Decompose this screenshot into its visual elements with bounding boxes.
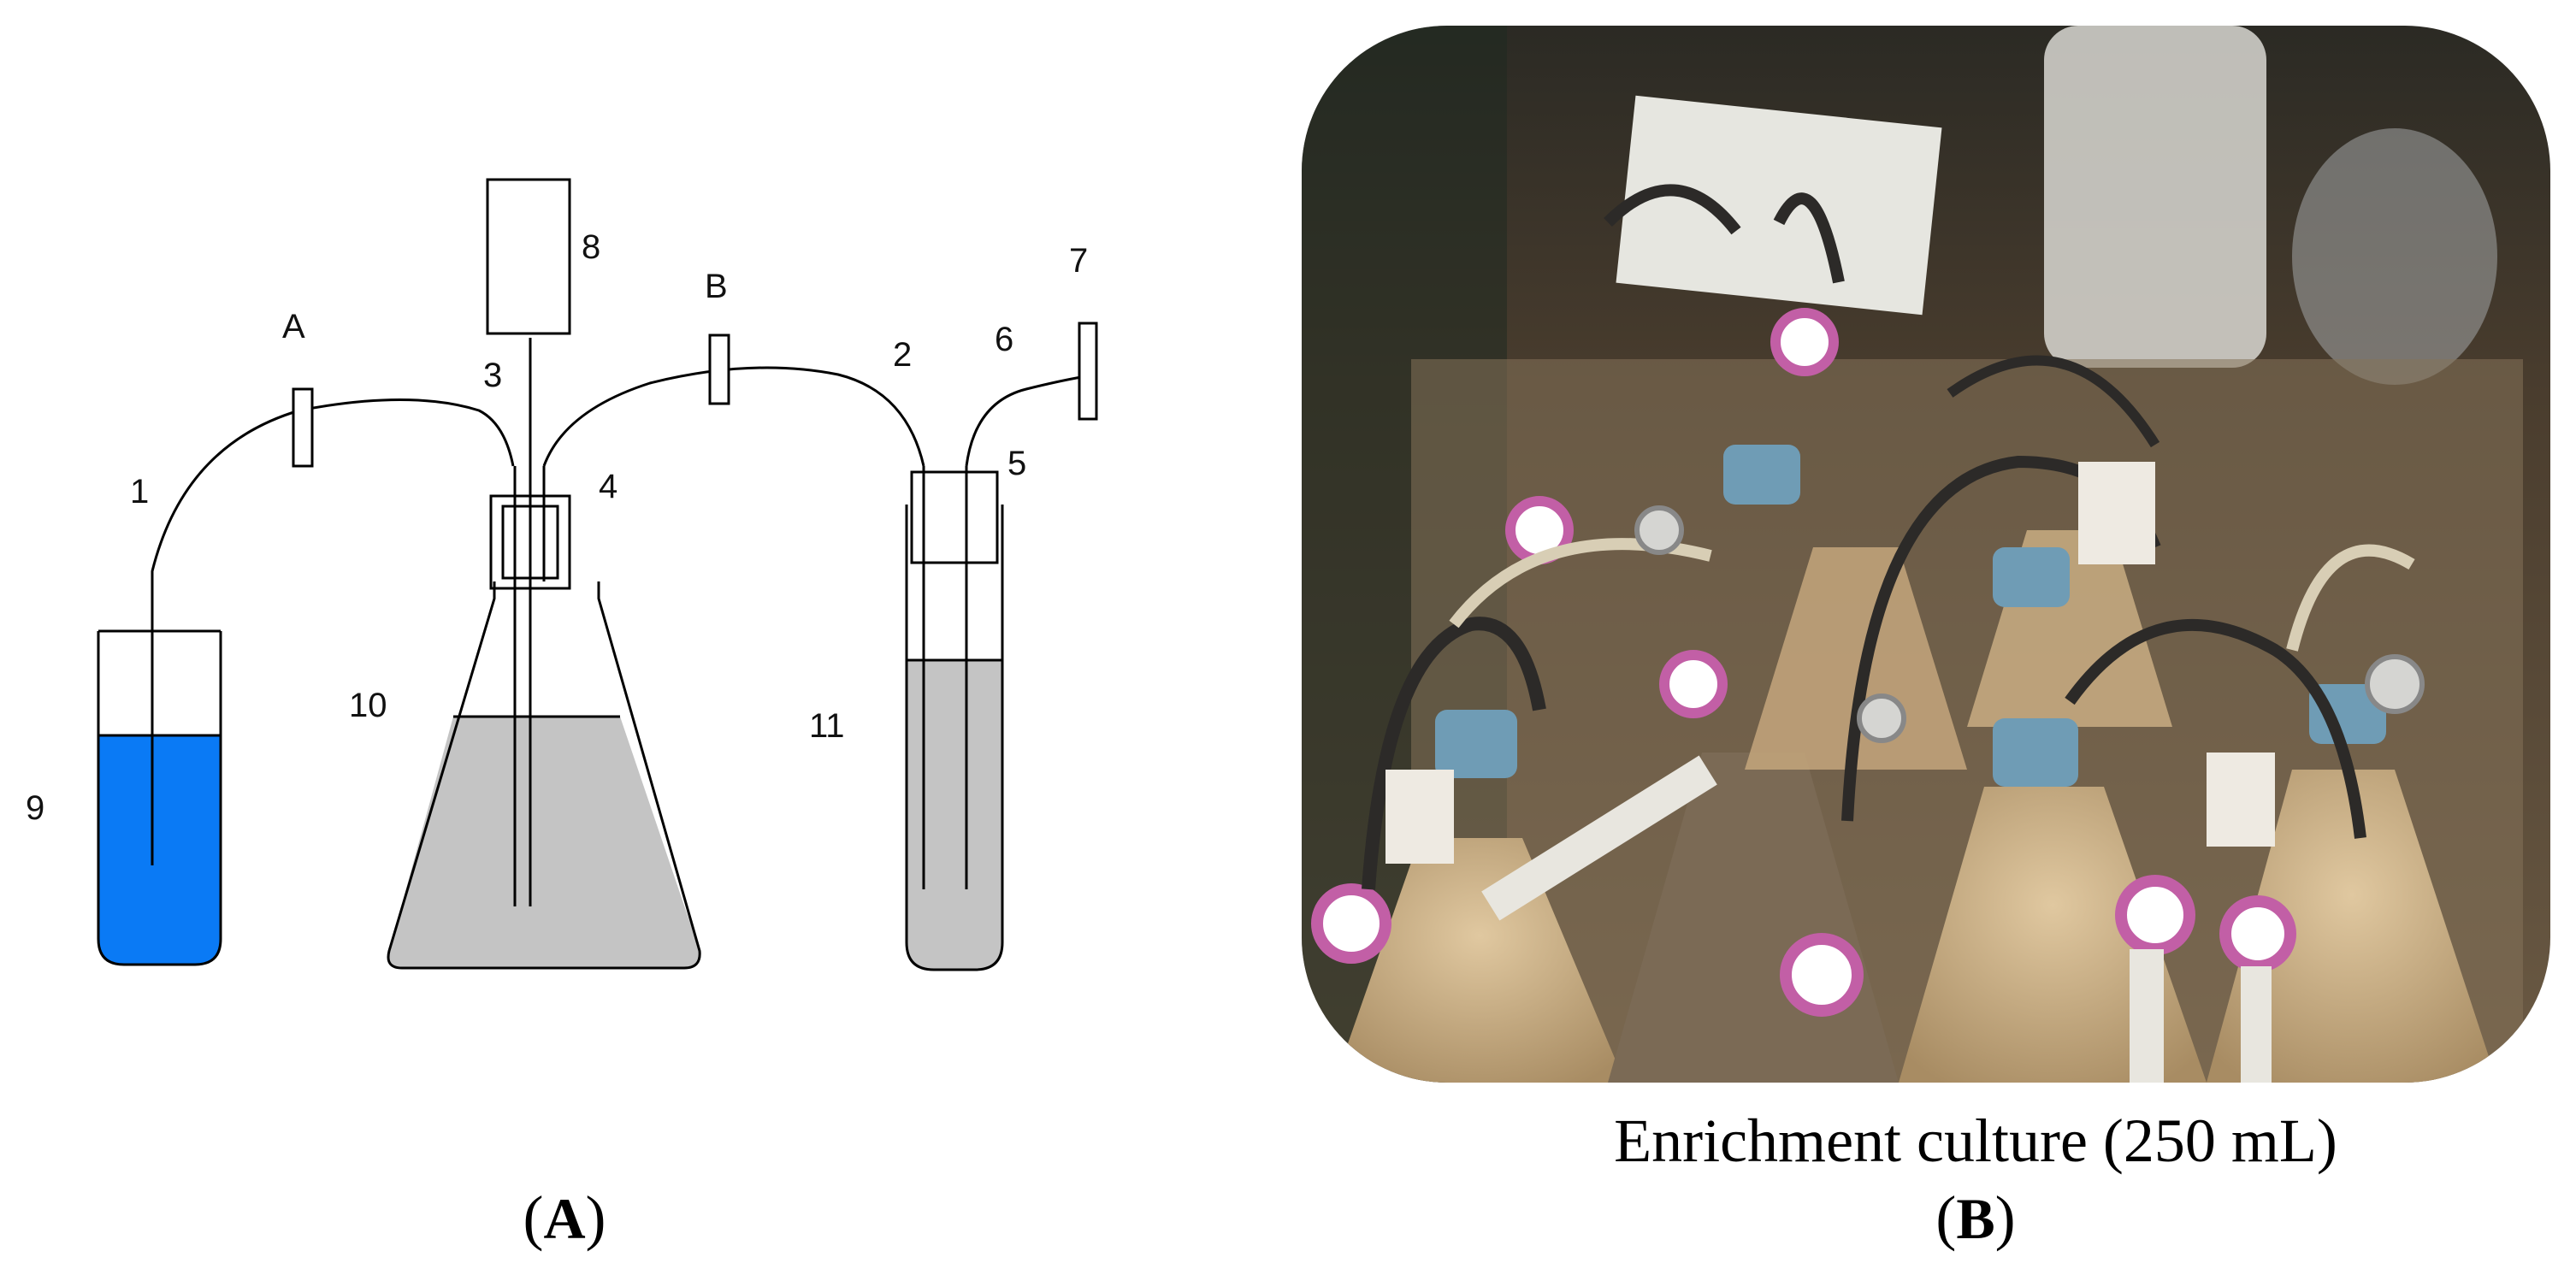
label-11: 11 [809,707,845,745]
flask-10-liquid [388,717,700,968]
tube-9-outline [97,631,222,966]
label-1: 1 [130,473,149,511]
syringe-filter [2219,895,2296,972]
flask-cap [1993,547,2070,607]
photo-flask [1334,838,1625,1083]
paper-sheet [1616,95,1942,316]
photo-tubing [1604,184,1741,235]
label-9: 9 [26,789,44,827]
photo-subtitle: Enrichment culture (250 mL) [1614,1107,2337,1175]
syringe-filter [1770,308,1839,376]
white-clip [2207,753,2275,847]
photo-tubing [2286,544,2415,652]
tubing-2 [542,366,925,467]
flask-cap [1435,710,1517,778]
tube-9-liquid [98,735,221,965]
photo-flask [1745,547,1967,770]
label-10: 10 [349,687,387,724]
label-3: 3 [483,357,502,394]
panel-b-photo: Enrichment culture (250 mL) (B) [1302,26,2550,1252]
tube-9 [97,629,222,966]
flask-10-outline [387,581,701,970]
round-flask-bg [2292,128,2497,385]
beaker-bg [2044,26,2266,368]
flask-cap [1993,718,2078,787]
photo-tubing [2065,619,2366,839]
white-clip [1385,770,1454,864]
flask-cap [2309,684,2386,744]
syringe-filter [2115,875,2195,955]
flask-cap [1723,445,1800,505]
clamp-b [708,333,730,405]
tube-11 [905,466,1004,971]
label-8: 8 [582,228,600,266]
photo-content [1302,26,2550,1083]
tubing-1 [151,398,515,865]
syringe [2241,966,2272,1083]
metal-clamp [1857,694,1906,743]
syringe-filter [1659,650,1728,718]
label-clamp-b: B [705,268,728,305]
syringe [2130,949,2164,1083]
syringe [1481,755,1717,921]
stopper-5 [910,470,999,564]
label-5: 5 [1007,445,1026,482]
flask-10 [387,338,701,970]
label-7: 7 [1069,242,1088,280]
label-4: 4 [599,468,617,505]
photo-tubing [1773,192,1845,284]
filter-7 [1078,322,1098,421]
label-2: 2 [893,336,912,374]
panel-a-schematic: 1 2 3 4 5 6 7 8 9 10 11 A B (A) [26,178,1098,1252]
metal-clamp [1634,505,1684,555]
syringe-8 [486,178,571,335]
tubing-6 [965,375,1087,467]
caption-b: (B) [1935,1183,2015,1252]
label-6: 6 [995,321,1013,358]
caption-a: (A) [523,1183,606,1252]
metal-clamp [2365,654,2425,714]
clamp-a [292,387,314,468]
photo-tubing [1947,355,2160,448]
tube-11-liquid [907,660,1002,970]
photo-tubing [1362,617,1546,890]
label-clamp-a: A [282,308,305,345]
photo-flask [2207,770,2497,1083]
syringe-filter [1311,883,1391,964]
syringe-filter [1780,933,1864,1017]
tube-11-outline [905,505,1004,971]
white-clip [2078,462,2155,564]
